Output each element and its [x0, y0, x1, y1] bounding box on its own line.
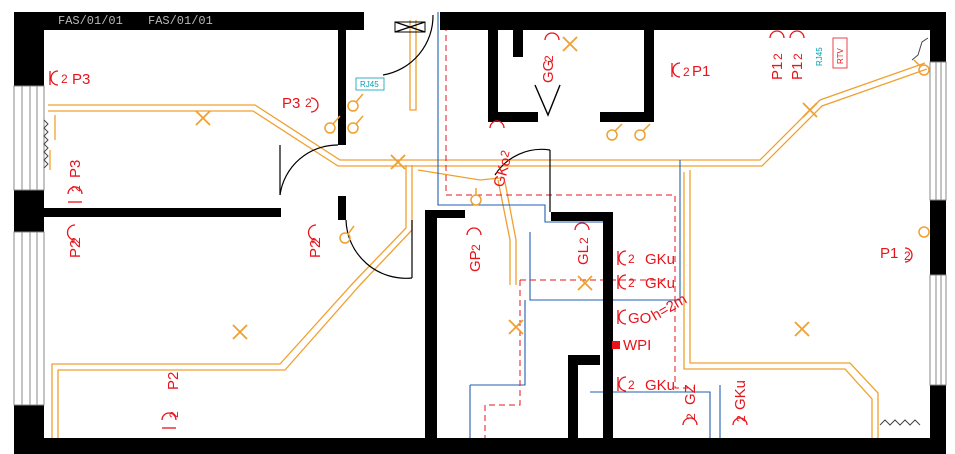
- light-fixtures: [195, 36, 818, 340]
- wpi-marker: [612, 341, 620, 349]
- outlet-count: 2: [628, 276, 635, 290]
- outlet-label-p1-a: P1: [769, 62, 786, 80]
- walls: [14, 12, 946, 454]
- outlet-count: 2: [771, 53, 785, 60]
- outlet-count: 2: [309, 237, 323, 244]
- outlet-count: 2: [904, 249, 911, 263]
- outlet-label-p1-top: P1: [692, 63, 710, 80]
- rj45-tag-right: RJ45: [815, 47, 824, 66]
- outlet-label-wpi: WPI: [623, 337, 651, 354]
- outlet-label-p3-mid: P3: [282, 95, 300, 112]
- outlet-label-p1-right: P1: [880, 245, 898, 262]
- outlet-label-p3-left: P3: [67, 160, 84, 178]
- outlet-count: 2: [61, 72, 68, 86]
- outlet-count: 2: [628, 252, 635, 266]
- outlet-count: 2: [69, 237, 83, 244]
- outlet-label-p1-b: P1: [789, 62, 806, 80]
- outlet-label-p2-left: P2: [67, 240, 84, 258]
- outlet-label-gl: GL: [575, 245, 592, 265]
- outlet-count: 2: [628, 378, 635, 392]
- outlet-count: 2: [734, 415, 748, 422]
- outlet-count: 2: [469, 244, 483, 251]
- dashed-lines: [445, 15, 695, 442]
- outlet-symbols: [49, 30, 913, 429]
- outlet-count: 2: [542, 55, 556, 62]
- outlet-count: 2: [69, 185, 83, 192]
- outlet-label-gz: GZ: [682, 384, 699, 405]
- outlet-label-gku-4: GKu: [732, 380, 749, 410]
- sheet-label-2: FAS/01/01: [148, 14, 213, 28]
- outlet-label-p2-bottom: P2: [165, 372, 182, 390]
- outlet-count: 2: [684, 413, 698, 420]
- sheet-label-1: FAS/01/01: [58, 14, 123, 28]
- outlet-label-p2-mid: P2: [307, 240, 324, 258]
- rtv-tag: RTV: [836, 47, 845, 64]
- outlet-label-gp: GP: [467, 250, 484, 272]
- cable-routes: [48, 20, 928, 442]
- outlet-count: 2: [497, 148, 512, 158]
- outlet-label-gku-2: GKu: [645, 275, 675, 292]
- outlet-label-gko: GKo: [490, 156, 514, 189]
- outlet-count: 2: [683, 65, 690, 79]
- outlet-label-p3-top: P3: [72, 71, 90, 88]
- switches: [324, 59, 930, 244]
- outlet-count: 2: [791, 53, 805, 60]
- outlet-count: 2: [305, 96, 312, 110]
- outlet-count: 2: [167, 411, 181, 418]
- rj45-tag-left: RJ45: [360, 80, 379, 89]
- doors: [279, 14, 561, 279]
- outlet-label-gku-1: GKu: [645, 251, 675, 268]
- windows: [13, 37, 947, 426]
- outlet-count: 2: [577, 237, 591, 244]
- outlet-label-gku-3: GKu: [645, 377, 675, 394]
- outlet-label-go: GO: [628, 310, 651, 327]
- outlet-label-gg: GG: [540, 60, 557, 83]
